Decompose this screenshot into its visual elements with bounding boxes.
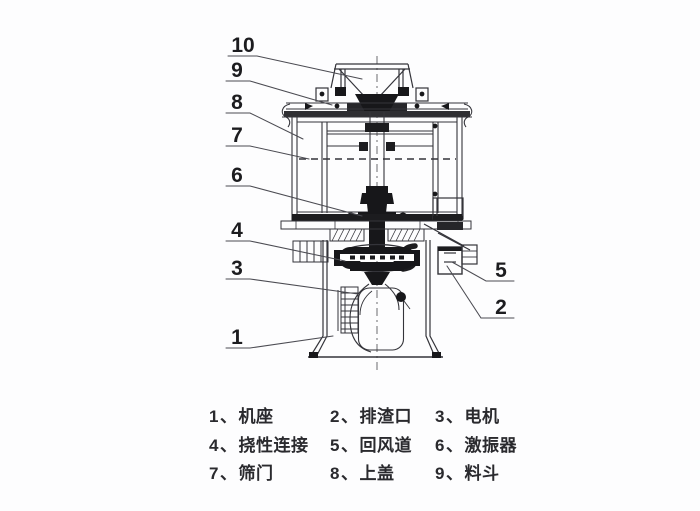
legend-label: 排渣口 bbox=[359, 407, 412, 426]
right-clamp-hook bbox=[463, 103, 473, 128]
leader-line-9 bbox=[225, 80, 333, 106]
legend-item-7: 7、筛门 bbox=[209, 459, 273, 484]
legend-num: 7 bbox=[209, 464, 219, 483]
legend-separator: 、 bbox=[445, 436, 464, 455]
callout-label-1: 1 bbox=[231, 326, 243, 349]
legend-item-8: 8、上盖 bbox=[330, 459, 394, 484]
callout-label-5: 5 bbox=[495, 259, 507, 282]
top-cover bbox=[281, 102, 473, 128]
legend-label: 电机 bbox=[464, 407, 500, 426]
legend-label: 上盖 bbox=[359, 464, 395, 483]
legend-item-6: 6、激振器 bbox=[435, 431, 517, 456]
leader-line-4 bbox=[225, 240, 346, 262]
legend-separator: 、 bbox=[445, 464, 464, 483]
callout-label-3: 3 bbox=[231, 257, 243, 280]
motor bbox=[337, 286, 359, 334]
legend-separator: 、 bbox=[219, 407, 238, 426]
legend-label: 回风道 bbox=[359, 436, 412, 455]
leader-line-6 bbox=[225, 185, 363, 217]
leader-line-1 bbox=[225, 335, 334, 349]
left-clamp-hook bbox=[281, 103, 291, 128]
legend-item-4: 4、挠性连接 bbox=[209, 431, 308, 456]
bolt-detail bbox=[396, 292, 406, 302]
leader-lines bbox=[225, 55, 515, 349]
leader-line-5 bbox=[451, 261, 515, 282]
legend-separator: 、 bbox=[219, 436, 238, 455]
legend-num: 6 bbox=[435, 436, 445, 455]
legend-item-9: 9、料斗 bbox=[435, 459, 499, 484]
legend-label: 料斗 bbox=[464, 464, 500, 483]
legend-separator: 、 bbox=[340, 464, 359, 483]
leader-line-3 bbox=[225, 278, 359, 295]
legend-label: 机座 bbox=[238, 407, 274, 426]
legend-num: 2 bbox=[330, 407, 340, 426]
hatched-block-left bbox=[329, 228, 365, 242]
callout-label-6: 6 bbox=[231, 164, 243, 187]
drive-shaft bbox=[359, 112, 395, 190]
left-bracket bbox=[292, 240, 329, 263]
callout-label-8: 8 bbox=[231, 91, 243, 114]
legend-separator: 、 bbox=[219, 464, 238, 483]
leader-line-2 bbox=[446, 265, 515, 319]
callout-label-4: 4 bbox=[231, 219, 243, 242]
legend-num: 8 bbox=[330, 464, 340, 483]
legend-separator: 、 bbox=[340, 436, 359, 455]
legend-item-5: 5、回风道 bbox=[330, 431, 412, 456]
drum-body bbox=[291, 117, 463, 221]
legend-num: 9 bbox=[435, 464, 445, 483]
flexible-coupling bbox=[334, 243, 420, 273]
legend-num: 3 bbox=[435, 407, 445, 426]
leader-line-8 bbox=[225, 112, 304, 140]
callout-label-2: 2 bbox=[495, 296, 507, 319]
callout-label-7: 7 bbox=[231, 124, 243, 147]
legend-num: 5 bbox=[330, 436, 340, 455]
base-stand bbox=[308, 240, 443, 358]
legend-label: 挠性连接 bbox=[238, 436, 309, 455]
hatched-block-right bbox=[387, 228, 425, 242]
legend-num: 4 bbox=[209, 436, 219, 455]
legend-item-1: 1、机座 bbox=[209, 402, 273, 427]
bottom-flange bbox=[280, 214, 472, 263]
callout-label-9: 9 bbox=[231, 59, 243, 82]
legend-separator: 、 bbox=[445, 407, 464, 426]
legend-label: 筛门 bbox=[238, 464, 274, 483]
leader-line-7 bbox=[225, 145, 310, 160]
callout-labels: 10 9 8 7 6 4 3 1 5 2 bbox=[231, 34, 507, 349]
leader-line-10 bbox=[227, 55, 363, 80]
legend-separator: 、 bbox=[340, 407, 359, 426]
legend-item-3: 3、电机 bbox=[435, 402, 499, 427]
legend-label: 激振器 bbox=[464, 436, 517, 455]
callout-label-10: 10 bbox=[231, 34, 254, 57]
legend-num: 1 bbox=[209, 407, 219, 426]
legend-item-2: 2、排渣口 bbox=[330, 402, 412, 427]
